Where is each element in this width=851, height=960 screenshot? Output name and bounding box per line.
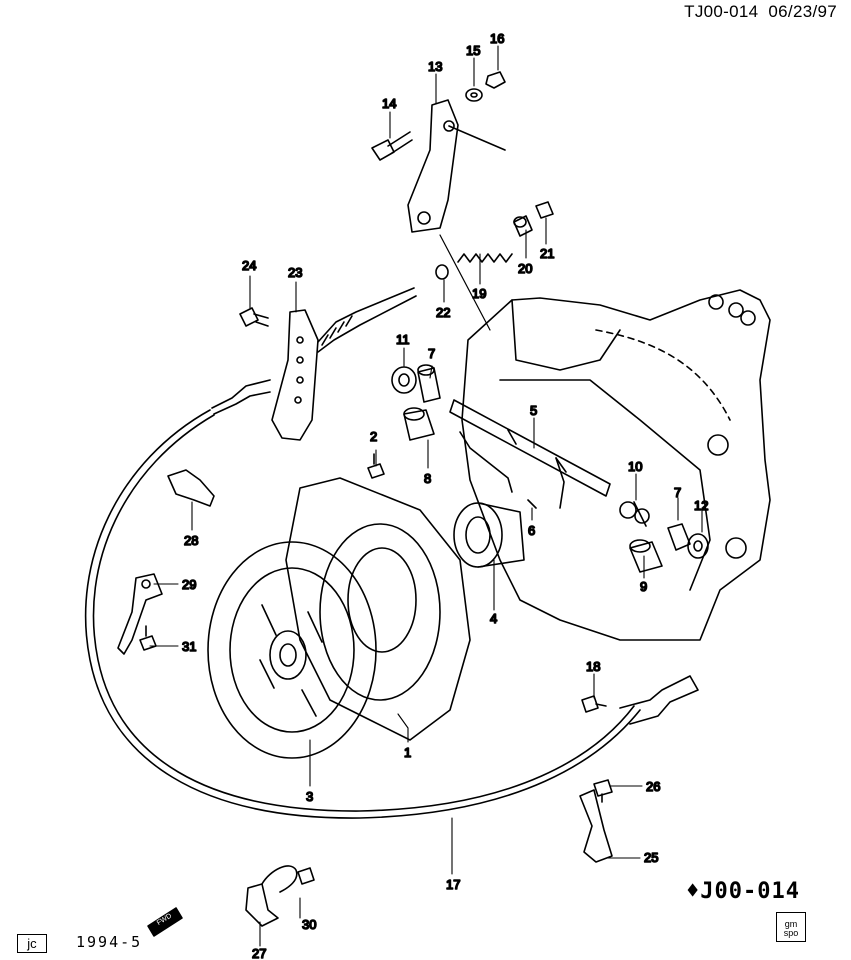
- leader-lines: [149, 45, 703, 947]
- callout-28: 28: [184, 533, 198, 548]
- callout-7-upper: 7: [428, 346, 435, 361]
- callout-labels: 1 2 3 4 5 6 7 7 8 9 10 11 12 13 14 15 16…: [181, 30, 709, 960]
- callout-4: 4: [490, 611, 497, 626]
- year-code: 1994-5: [76, 933, 143, 951]
- callout-29: 29: [182, 577, 196, 592]
- callout-15: 15: [466, 43, 480, 58]
- callout-5: 5: [530, 403, 537, 418]
- part-19-spring: [457, 253, 513, 263]
- callout-19: 19: [472, 286, 486, 301]
- part-5-release-shaft: [449, 399, 611, 509]
- gm-badge-top: gm: [784, 919, 798, 929]
- callout-12: 12: [694, 498, 708, 513]
- part-29-bracket: [117, 573, 163, 655]
- part-4-release-bearing: [453, 502, 525, 568]
- part-9-bushing: [629, 539, 663, 573]
- callout-26: 26: [646, 779, 660, 794]
- callout-27: 27: [252, 946, 266, 960]
- callout-9: 9: [640, 579, 647, 594]
- callout-3: 3: [306, 789, 313, 804]
- part-23-cable-bracket: [271, 309, 319, 441]
- part-12-seal: [687, 533, 709, 559]
- document-date: 06/23/97: [768, 2, 837, 21]
- part-28-clip: [167, 469, 215, 507]
- part-20-bushing: [513, 215, 533, 237]
- callout-10: 10: [628, 459, 642, 474]
- fwd-arrow-icon: FWD: [147, 907, 183, 937]
- part-18-bolt: [581, 695, 607, 713]
- callout-23: 23: [288, 265, 302, 280]
- part-6-pin: [527, 499, 537, 509]
- part-16-nut: [485, 71, 506, 89]
- callout-6: 6: [528, 523, 535, 538]
- part-8-bushing: [403, 407, 435, 441]
- gm-badge-bottom: spo: [783, 928, 799, 938]
- callout-18: 18: [586, 659, 600, 674]
- callout-31: 31: [182, 639, 196, 654]
- part-26-bolt: [593, 779, 613, 803]
- part-27-bracket: [245, 865, 298, 927]
- callout-22: 22: [436, 305, 450, 320]
- callout-7-lower: 7: [674, 485, 681, 500]
- callout-17: 17: [446, 877, 460, 892]
- part-21-nut: [535, 201, 554, 219]
- gm-spo-badge: gm spo: [776, 912, 806, 942]
- callout-8: 8: [424, 471, 431, 486]
- callout-20: 20: [518, 261, 532, 276]
- callout-13: 13: [428, 59, 442, 74]
- part-3-clutch-disc: [207, 541, 377, 759]
- part-24-bolt: [239, 307, 269, 327]
- transmission-housing: [439, 234, 771, 641]
- part-14-bolt: [371, 131, 413, 161]
- part-7-bushing-upper: [417, 364, 441, 403]
- section-code-text: J00-014: [700, 879, 800, 904]
- part-11-seal: [391, 366, 417, 394]
- part-13-lever: [407, 99, 506, 233]
- part-7-bushing-lower: [667, 523, 691, 551]
- callout-24: 24: [242, 258, 256, 273]
- callout-1: 1: [404, 745, 411, 760]
- callout-14: 14: [382, 96, 396, 111]
- part-1-pressure-plate: [285, 477, 471, 741]
- part-25-clip: [579, 789, 613, 863]
- clutch-cable-end: [211, 287, 417, 415]
- section-code: ♦J00-014: [686, 879, 800, 904]
- jc-box: jc: [17, 934, 47, 953]
- callout-25: 25: [644, 850, 658, 865]
- part-30-bolt: [297, 867, 315, 885]
- callout-11: 11: [396, 332, 410, 347]
- section-mark: ♦: [686, 879, 701, 904]
- cable-far-end: [619, 675, 699, 725]
- part-22-washer: [435, 264, 449, 280]
- part-15-washer: [465, 88, 483, 102]
- part-17-clutch-cable: [84, 409, 641, 819]
- callout-21: 21: [540, 246, 554, 261]
- callout-30: 30: [302, 917, 316, 932]
- part-10-spring: [619, 501, 650, 527]
- document-header: TJ00-014 06/23/97: [684, 2, 837, 22]
- callout-16: 16: [490, 31, 504, 46]
- document-id: TJ00-014: [684, 2, 759, 21]
- callout-2: 2: [370, 429, 377, 444]
